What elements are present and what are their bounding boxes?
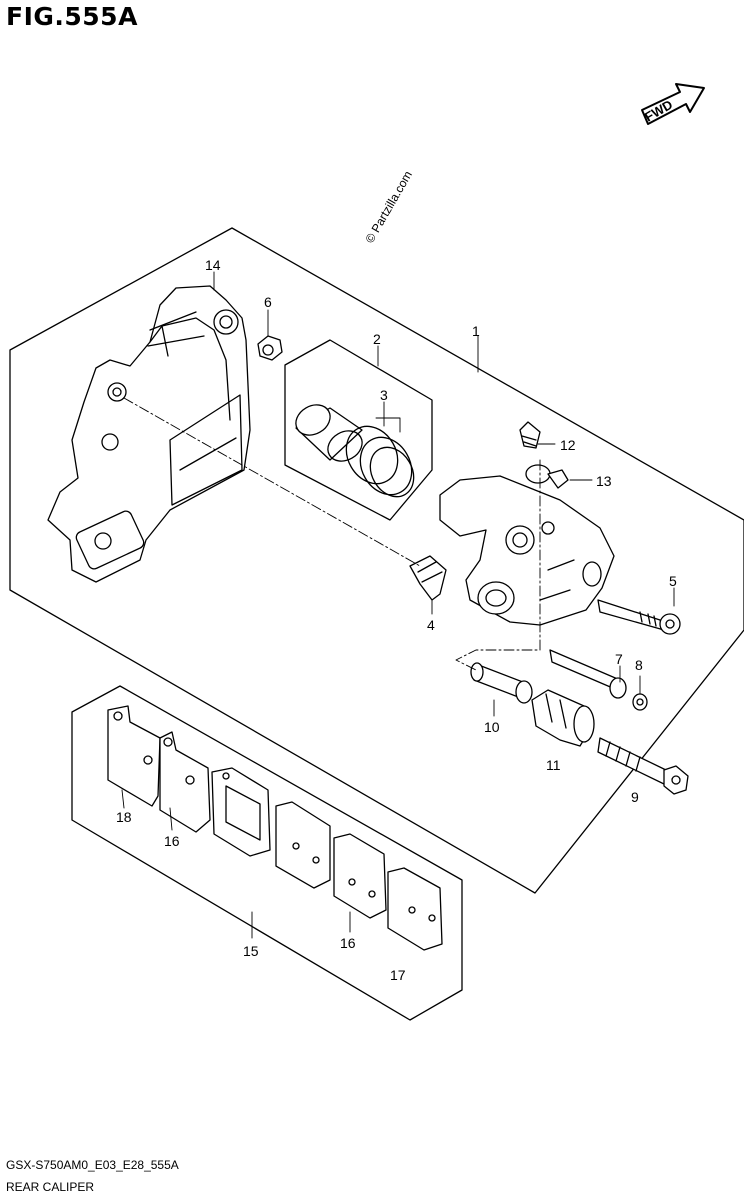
callout-1: 1 xyxy=(472,323,480,339)
callout-16b: 16 xyxy=(340,935,356,951)
piston-set-frame xyxy=(284,339,433,521)
callout-8: 8 xyxy=(635,657,643,673)
pad-pin xyxy=(549,649,627,699)
watermark: © Partzilla.com xyxy=(362,168,415,245)
bracket-bolt xyxy=(597,737,689,795)
slide-sleeve xyxy=(470,662,533,704)
diagram-name: REAR CALIPER xyxy=(6,1180,95,1194)
callout-6: 6 xyxy=(264,294,272,310)
bleeder-valve xyxy=(519,421,541,449)
pad-shim-inner xyxy=(333,833,387,919)
caliper-body xyxy=(439,475,615,626)
bracket-nut xyxy=(257,335,283,361)
piston-seals xyxy=(345,425,415,498)
callout-14: 14 xyxy=(205,257,221,273)
caliper-bolt xyxy=(597,599,681,635)
callout-3: 3 xyxy=(380,387,388,403)
callout-11: 11 xyxy=(546,757,561,773)
sleeve-boot xyxy=(531,689,595,747)
alignment-lines xyxy=(123,397,541,671)
diagram-code: GSX-S750AM0_E03_E28_555A xyxy=(6,1158,179,1172)
piston xyxy=(295,404,363,462)
caliper-bracket xyxy=(47,285,251,583)
bleeder-cap xyxy=(525,464,569,489)
callout-4: 4 xyxy=(427,617,435,633)
brake-pad-friction xyxy=(211,767,271,857)
caliper-assembly-frame xyxy=(9,227,744,894)
callout-15: 15 xyxy=(243,943,259,959)
figure-title: FIG.555A xyxy=(6,2,138,31)
fwd-arrow-icon: FWD xyxy=(641,83,705,125)
pad-shim-outer xyxy=(107,705,161,807)
callout-13: 13 xyxy=(596,473,612,489)
brake-pad-right xyxy=(275,801,331,889)
callout-10: 10 xyxy=(484,719,500,735)
callout-5: 5 xyxy=(669,573,677,589)
callout-18: 18 xyxy=(116,809,132,825)
leader-lines xyxy=(121,271,675,939)
callout-12: 12 xyxy=(560,437,576,453)
brake-pad-left xyxy=(159,731,211,833)
callout-2: 2 xyxy=(373,331,381,347)
pad-spring xyxy=(409,555,447,601)
callout-7: 7 xyxy=(615,651,623,667)
pin-plug xyxy=(632,693,648,711)
pad-shim-back xyxy=(387,867,443,951)
callout-labels: 1 2 3 4 5 6 7 8 9 10 11 12 13 14 15 16 1… xyxy=(116,257,677,983)
callout-16a: 16 xyxy=(164,833,180,849)
pad-set-frame xyxy=(71,685,463,1021)
callout-9: 9 xyxy=(631,789,639,805)
callout-17: 17 xyxy=(390,967,406,983)
